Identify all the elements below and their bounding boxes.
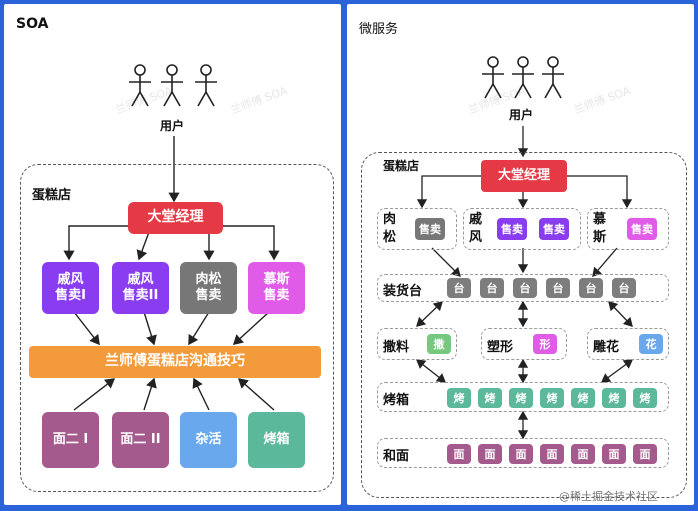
micro-group-sa bbox=[377, 328, 457, 360]
micro-group-musi bbox=[587, 208, 669, 250]
micro-row-dough-label: 和面 bbox=[383, 449, 410, 464]
micro-chip-mian: 面 bbox=[447, 444, 471, 464]
watermark-text: 兰师傅 SOA bbox=[571, 84, 633, 117]
micro-group-qifeng-label: 戚 风 bbox=[469, 212, 483, 245]
micro-group-rousong-label: 肉 松 bbox=[383, 212, 397, 245]
soa-manager-box: 大堂经理 bbox=[128, 202, 223, 234]
micro-chip-qifeng-sell-1: 售卖 bbox=[497, 218, 527, 240]
micro-chip-mian: 面 bbox=[478, 444, 502, 464]
micro-row-sa-label: 撒料 bbox=[383, 340, 410, 355]
soa-seller-qifeng-1: 戚风 售卖I bbox=[42, 262, 99, 314]
micro-chip-xing: 形 bbox=[533, 334, 557, 354]
micro-store-boundary bbox=[361, 152, 687, 498]
micro-group-rousong bbox=[377, 208, 457, 250]
micro-row-dough bbox=[377, 438, 669, 468]
micro-user-label: 用户 bbox=[509, 108, 534, 122]
micro-chip-kao: 烤 bbox=[509, 388, 533, 408]
watermark-text: 兰师傅 SOA bbox=[113, 84, 175, 117]
micro-chip-tai: 台 bbox=[612, 278, 636, 298]
soa-seller-musi: 慕斯 售卖 bbox=[248, 262, 305, 314]
micro-group-xing bbox=[481, 328, 567, 360]
micro-chip-tai: 台 bbox=[480, 278, 504, 298]
soa-user-label: 用户 bbox=[160, 119, 185, 133]
corner-watermark: @稀土掘金技术社区 bbox=[559, 490, 658, 503]
micro-row-oven bbox=[377, 382, 669, 412]
micro-chip-kao: 烤 bbox=[540, 388, 564, 408]
micro-chip-kao: 烤 bbox=[633, 388, 657, 408]
micro-row-xing-label: 塑形 bbox=[487, 340, 514, 355]
micro-row-hua-label: 雕花 bbox=[593, 340, 620, 355]
watermark-text: 兰师傅 SOA bbox=[228, 84, 290, 117]
micro-group-hua bbox=[587, 328, 669, 360]
micro-chip-tai: 台 bbox=[579, 278, 603, 298]
micro-chip-hua: 花 bbox=[639, 334, 663, 354]
soa-store-label: 蛋糕店 bbox=[32, 188, 72, 203]
micro-chip-mian: 面 bbox=[633, 444, 657, 464]
micro-row-oven-label: 烤箱 bbox=[383, 393, 410, 408]
soa-seller-rousong: 肉松 售卖 bbox=[180, 262, 237, 314]
soa-seller-qifeng-2: 戚风 售卖II bbox=[112, 262, 169, 314]
micro-chip-sa: 撒 bbox=[427, 334, 451, 354]
micro-chip-kao: 烤 bbox=[602, 388, 626, 408]
micro-store-label: 蛋糕店 bbox=[383, 159, 420, 173]
micro-chip-tai: 台 bbox=[447, 278, 471, 298]
micro-chip-kao: 烤 bbox=[447, 388, 471, 408]
micro-chip-tai: 台 bbox=[513, 278, 537, 298]
microservice-panel: 微服务 兰师傅 SOA 兰师傅 SOA bbox=[347, 4, 694, 505]
micro-manager-box: 大堂经理 bbox=[481, 160, 567, 192]
soa-worker-zahuo: 杂活 bbox=[180, 412, 237, 468]
micro-chip-mian: 面 bbox=[602, 444, 626, 464]
micro-row-loading-dock-label: 装货台 bbox=[383, 284, 423, 299]
micro-chip-qifeng-sell-2: 售卖 bbox=[539, 218, 569, 240]
micro-chip-tai: 台 bbox=[546, 278, 570, 298]
micro-group-musi-label: 慕 斯 bbox=[593, 212, 607, 245]
micro-chip-kao: 烤 bbox=[571, 388, 595, 408]
micro-chip-mian: 面 bbox=[571, 444, 595, 464]
micro-chip-rousong-sell: 售卖 bbox=[415, 218, 445, 240]
micro-chip-mian: 面 bbox=[540, 444, 564, 464]
soa-store-boundary bbox=[20, 164, 334, 492]
soa-skill-bar: 兰师傅蛋糕店沟通技巧 bbox=[29, 346, 321, 378]
micro-title: 微服务 bbox=[359, 22, 399, 37]
soa-worker-mian-1: 面二 I bbox=[42, 412, 99, 468]
soa-panel: SOA 兰师傅 SOA 兰师傅 SOA bbox=[4, 4, 341, 505]
soa-worker-mian-2: 面二 II bbox=[112, 412, 169, 468]
micro-row-loading-dock bbox=[377, 274, 669, 302]
soa-worker-kaoxiang: 烤箱 bbox=[248, 412, 305, 468]
soa-title: SOA bbox=[16, 16, 49, 32]
micro-group-qifeng bbox=[463, 208, 581, 250]
micro-chip-kao: 烤 bbox=[478, 388, 502, 408]
micro-chip-mian: 面 bbox=[509, 444, 533, 464]
micro-chip-musi-sell: 售卖 bbox=[627, 218, 657, 240]
